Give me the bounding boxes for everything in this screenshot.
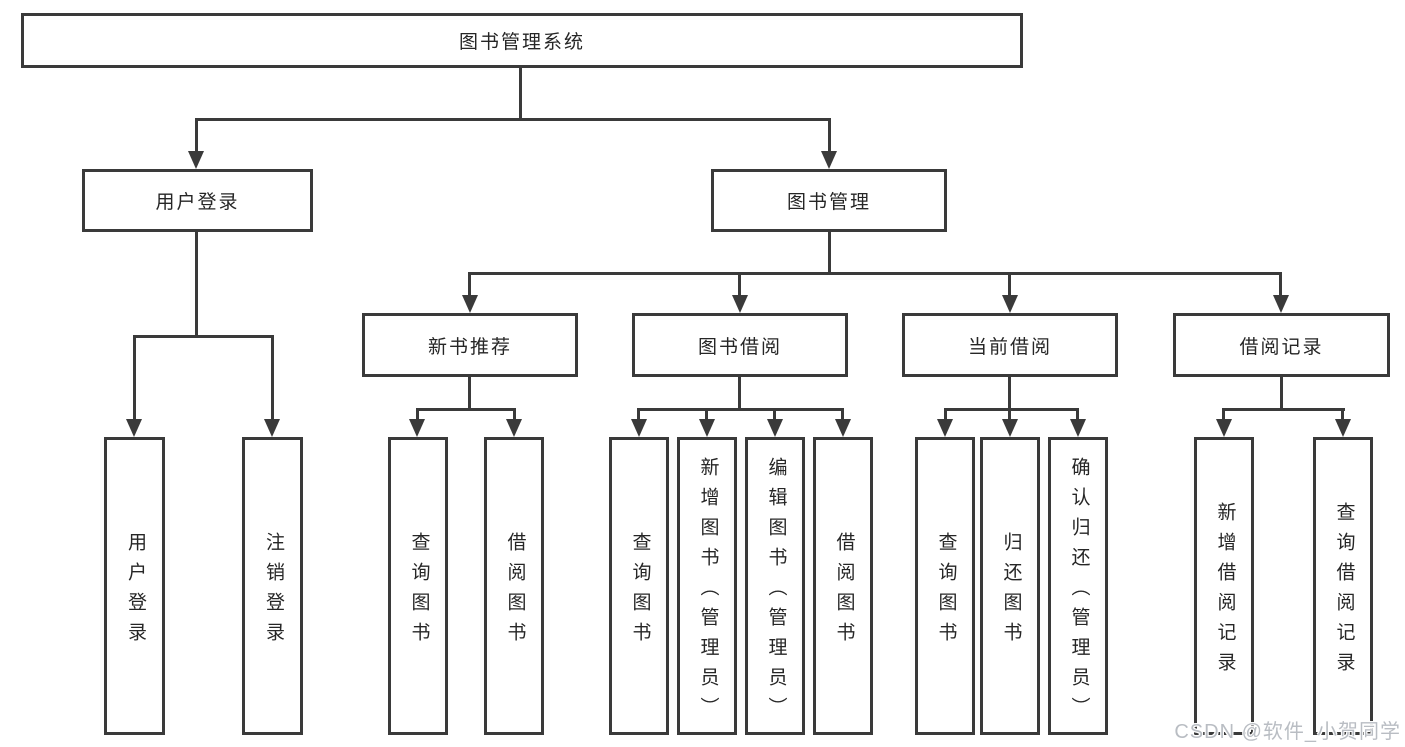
leaf-edit-books-admin: 编辑图书（管理员）	[745, 437, 805, 735]
edge-user-login-rail	[133, 335, 274, 338]
edge-root-stem	[519, 66, 522, 120]
edge-level3-rail	[468, 272, 1282, 275]
edge-book-borrow-drop	[738, 272, 741, 298]
leaf-logout: 注销登录	[242, 437, 303, 735]
arrow-down-icon	[1070, 419, 1086, 437]
arrow-down-icon	[462, 295, 478, 313]
edge-leaf-drop	[1008, 408, 1011, 422]
edge-leaf-drop	[416, 408, 419, 422]
leaf-borrow-books: 借阅图书	[813, 437, 873, 735]
edge-book-borrow-stem	[738, 377, 741, 410]
edge-leaf-drop	[944, 408, 947, 422]
leaf-user-login: 用户登录	[104, 437, 165, 735]
leaf-user-login-label: 用户登录	[124, 531, 146, 652]
arrow-down-icon	[835, 419, 851, 437]
leaf-query-books-recommend: 查询图书	[388, 437, 448, 735]
arrow-down-icon	[1216, 419, 1232, 437]
leaf-logout-label: 注销登录	[262, 531, 284, 652]
arrow-down-icon	[126, 419, 142, 437]
edge-borrow-records-stem	[1280, 377, 1283, 410]
edge-book-management-drop	[828, 118, 831, 154]
leaf-confirm-return-admin: 确认归还（管理员）	[1048, 437, 1108, 735]
edge-leaf-drop	[841, 408, 844, 422]
edge-current-borrow-stem	[1008, 377, 1011, 410]
edge-book-management-stem	[828, 232, 831, 274]
edge-borrow-records-rail	[1222, 408, 1345, 411]
arrow-down-icon	[937, 419, 953, 437]
edge-new-book-rail	[416, 408, 516, 411]
arrow-down-icon	[1002, 295, 1018, 313]
node-user-login: 用户登录	[82, 169, 313, 232]
node-book-borrow: 图书借阅	[632, 313, 848, 377]
edge-user-login-stem	[195, 232, 198, 337]
leaf-return-books-label: 归还图书	[1000, 531, 1022, 652]
edge-leaf-drop	[133, 335, 136, 421]
node-book-management: 图书管理	[711, 169, 947, 232]
leaf-query-books-borrow: 查询图书	[609, 437, 669, 735]
node-borrow-records: 借阅记录	[1173, 313, 1390, 377]
edge-leaf-drop	[773, 408, 776, 422]
leaf-add-books-admin: 新增图书（管理员）	[677, 437, 737, 735]
leaf-borrow-books-label: 借阅图书	[833, 531, 855, 652]
csdn-watermark: CSDN @软件_小贺同学	[1174, 721, 1401, 743]
leaf-query-books-recommend-label: 查询图书	[408, 531, 430, 652]
edge-leaf-drop	[637, 408, 640, 422]
arrow-down-icon	[188, 151, 204, 169]
edge-new-book-drop	[468, 272, 471, 298]
leaf-query-borrow-record-label: 查询借阅记录	[1333, 501, 1355, 682]
leaf-edit-books-admin-label: 编辑图书（管理员）	[765, 456, 787, 727]
leaf-add-borrow-record-label: 新增借阅记录	[1214, 501, 1236, 682]
arrow-down-icon	[264, 419, 280, 437]
node-library-management-system: 图书管理系统	[21, 13, 1023, 68]
edge-user-login-drop	[195, 118, 198, 154]
leaf-query-books-current-label: 查询图书	[935, 531, 957, 652]
arrow-down-icon	[1273, 295, 1289, 313]
arrow-down-icon	[699, 419, 715, 437]
node-book-borrow-label: 图书借阅	[697, 336, 782, 358]
arrow-down-icon	[821, 151, 837, 169]
edge-new-book-stem	[468, 377, 471, 410]
arrow-down-icon	[732, 295, 748, 313]
node-library-management-system-label: 图书管理系统	[458, 32, 585, 53]
edge-current-borrow-drop	[1008, 272, 1011, 298]
node-user-login-label: 用户登录	[155, 192, 240, 213]
leaf-add-books-admin-label: 新增图书（管理员）	[697, 456, 719, 727]
node-new-book-recommend-label: 新书推荐	[427, 336, 512, 358]
leaf-borrow-books-recommend-label: 借阅图书	[504, 531, 526, 652]
arrow-down-icon	[409, 419, 425, 437]
leaf-return-books: 归还图书	[980, 437, 1040, 735]
edge-leaf-drop	[1222, 408, 1225, 422]
leaf-query-books-current: 查询图书	[915, 437, 975, 735]
node-new-book-recommend: 新书推荐	[362, 313, 578, 377]
leaf-query-books-borrow-label: 查询图书	[629, 531, 651, 652]
edge-leaf-drop	[1341, 408, 1344, 422]
edge-leaf-drop	[513, 408, 516, 422]
arrow-down-icon	[1335, 419, 1351, 437]
leaf-add-borrow-record: 新增借阅记录	[1194, 437, 1254, 735]
edge-level2-rail	[195, 118, 831, 121]
arrow-down-icon	[506, 419, 522, 437]
arrow-down-icon	[1002, 419, 1018, 437]
node-current-borrow-label: 当前借阅	[967, 336, 1052, 358]
arrow-down-icon	[631, 419, 647, 437]
leaf-confirm-return-admin-label: 确认归还（管理员）	[1068, 456, 1090, 727]
edge-book-borrow-rail	[637, 408, 843, 411]
leaf-query-borrow-record: 查询借阅记录	[1313, 437, 1373, 735]
edge-borrow-record-drop	[1279, 272, 1282, 298]
leaf-borrow-books-recommend: 借阅图书	[484, 437, 544, 735]
edge-leaf-drop	[705, 408, 708, 422]
arrow-down-icon	[767, 419, 783, 437]
edge-leaf-drop	[1076, 408, 1079, 422]
node-book-management-label: 图书管理	[786, 192, 871, 213]
node-borrow-records-label: 借阅记录	[1239, 336, 1324, 358]
edge-current-borrow-rail	[944, 408, 1079, 411]
node-current-borrow: 当前借阅	[902, 313, 1118, 377]
edge-leaf-drop	[271, 335, 274, 421]
